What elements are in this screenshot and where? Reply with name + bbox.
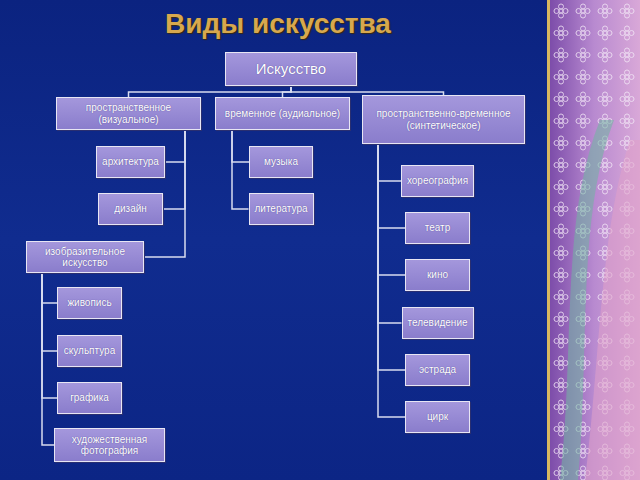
connector — [129, 86, 292, 97]
connector — [163, 130, 185, 209]
category-box: музыка — [249, 146, 313, 178]
connector — [42, 273, 57, 351]
box-label: временное (аудиальное) — [221, 106, 344, 122]
category-box: скульптура — [57, 335, 122, 367]
strip-edge — [547, 0, 550, 480]
connector — [378, 144, 402, 323]
category-box: пространственно-временное (синтетическое… — [362, 95, 525, 144]
category-box: изобразительное искусство — [26, 241, 144, 273]
box-label: художественная фотография — [55, 432, 164, 459]
box-label: графика — [66, 390, 113, 406]
root-box: Искусство — [225, 52, 357, 86]
category-box: театр — [405, 212, 470, 244]
box-label: Искусство — [252, 58, 330, 79]
connector — [291, 86, 444, 95]
category-box: пространственное (визуальное) — [56, 97, 201, 130]
box-label: пространственно-временное (синтетическое… — [363, 106, 524, 133]
connector — [232, 130, 249, 162]
box-label: литература — [250, 201, 311, 217]
category-box: цирк — [405, 401, 470, 433]
connector — [378, 144, 405, 275]
box-label: живопись — [63, 295, 115, 311]
box-label: цирк — [423, 409, 452, 425]
box-label: телевидение — [403, 315, 471, 331]
category-box: литература — [249, 193, 314, 225]
box-label: театр — [421, 220, 455, 236]
box-label: кино — [423, 267, 452, 283]
strip-flowers — [548, 0, 640, 480]
diagram-title: Виды искусства — [0, 8, 556, 40]
connector — [165, 130, 185, 162]
category-box: кино — [405, 259, 470, 291]
connector — [42, 273, 54, 445]
category-box: телевидение — [402, 307, 474, 339]
category-box: временное (аудиальное) — [215, 97, 350, 130]
connector — [42, 273, 57, 398]
box-label: эстрада — [415, 362, 460, 378]
category-box: хореография — [401, 165, 474, 197]
category-box: графика — [57, 382, 122, 414]
connector — [42, 273, 57, 303]
category-box: дизайн — [98, 193, 163, 225]
category-box: художественная фотография — [54, 428, 165, 462]
connector — [283, 86, 292, 97]
connector — [378, 144, 401, 181]
box-label: пространственное (визуальное) — [57, 100, 200, 127]
box-label: архитектура — [98, 154, 163, 170]
strip-ground — [548, 0, 640, 480]
category-box: живопись — [57, 287, 122, 319]
strip-band — [585, 140, 640, 480]
category-box: эстрада — [405, 354, 470, 386]
category-box: архитектура — [96, 146, 165, 178]
box-label: изобразительное искусство — [27, 244, 143, 271]
box-label: музыка — [260, 154, 302, 170]
box-label: хореография — [403, 173, 472, 189]
box-label: дизайн — [110, 201, 151, 217]
box-label: скульптура — [60, 343, 119, 359]
connector — [232, 130, 249, 209]
